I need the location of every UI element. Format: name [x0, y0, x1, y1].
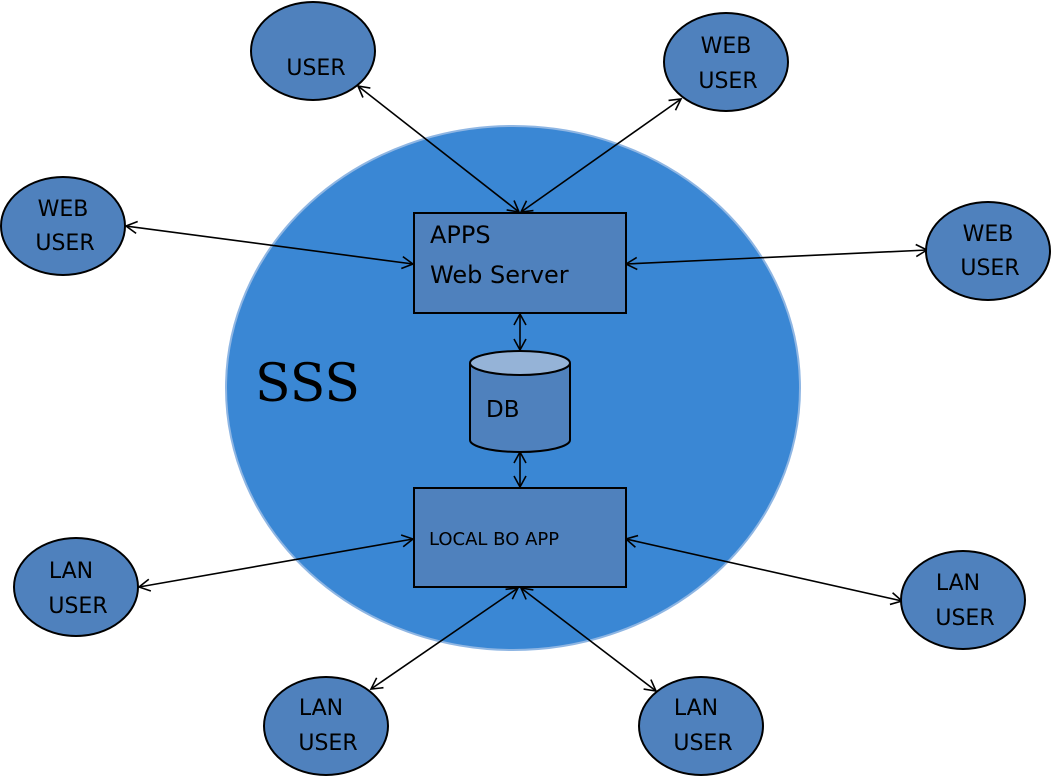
user-label: USER — [286, 56, 345, 81]
user-label-line1: WEB — [38, 197, 89, 222]
user-ellipse — [0, 176, 126, 276]
user-label-line1: LAN — [299, 696, 343, 721]
database-cylinder-body — [469, 363, 571, 453]
user-label-line1: LAN — [674, 696, 718, 721]
user-label-line2: USER — [35, 231, 94, 256]
connection-webuser-right-server — [624, 243, 929, 271]
user-label-line1: WEB — [701, 34, 752, 59]
user-label-line2: USER — [935, 606, 994, 631]
web-server-label-line2: Web Server — [430, 261, 569, 289]
web-server-box — [413, 212, 627, 314]
user-ellipse — [250, 1, 376, 101]
local-bo-app-label: LOCAL BO APP — [429, 529, 559, 550]
user-ellipse — [925, 201, 1051, 301]
lan-user-node[interactable]: LAN USER — [638, 676, 764, 776]
user-ellipse — [13, 537, 139, 637]
web-user-node[interactable]: WEB USER — [925, 201, 1051, 301]
user-label-line2: USER — [673, 731, 732, 756]
connections — [124, 84, 929, 693]
web-user-node[interactable]: WEB USER — [0, 176, 126, 276]
user-ellipse — [663, 12, 789, 112]
user-label-line1: LAN — [936, 571, 980, 596]
user-label-line2: USER — [960, 256, 1019, 281]
user-ellipse — [900, 550, 1026, 650]
lan-user-node[interactable]: LAN USER — [900, 550, 1026, 650]
web-server-node[interactable]: APPS Web Server — [413, 212, 627, 314]
lan-user-node[interactable]: LAN USER — [263, 676, 389, 776]
user-label-line1: LAN — [49, 559, 93, 584]
web-server-label-line1: APPS — [430, 221, 491, 249]
connection-lanuser-right-localapp — [624, 534, 904, 606]
connection-lanuser-bottomleft-localapp — [369, 587, 520, 690]
database-node[interactable]: DB — [469, 350, 571, 453]
connection-webuser-left-server — [124, 220, 415, 270]
connection-lanuser-bottomright-localapp — [519, 586, 658, 693]
lan-user-node[interactable]: LAN USER — [13, 537, 139, 637]
user-node[interactable]: USER — [250, 1, 376, 101]
local-bo-app-box — [413, 487, 627, 588]
database-label: DB — [486, 397, 520, 423]
user-label-line2: USER — [698, 69, 757, 94]
connection-lanuser-left-localapp — [137, 534, 415, 592]
user-label-line2: USER — [298, 731, 357, 756]
user-ellipse — [263, 676, 389, 776]
connection-user-server — [356, 84, 521, 214]
user-ellipse — [638, 676, 764, 776]
user-label-line1: WEB — [963, 222, 1014, 247]
web-user-node[interactable]: WEB USER — [663, 12, 789, 112]
local-bo-app-node[interactable]: LOCAL BO APP — [413, 487, 627, 588]
system-title: SSS — [255, 354, 360, 414]
connection-webuser-topright-server — [519, 98, 683, 213]
database-cylinder-top — [469, 350, 571, 376]
user-label-line2: USER — [48, 594, 107, 619]
